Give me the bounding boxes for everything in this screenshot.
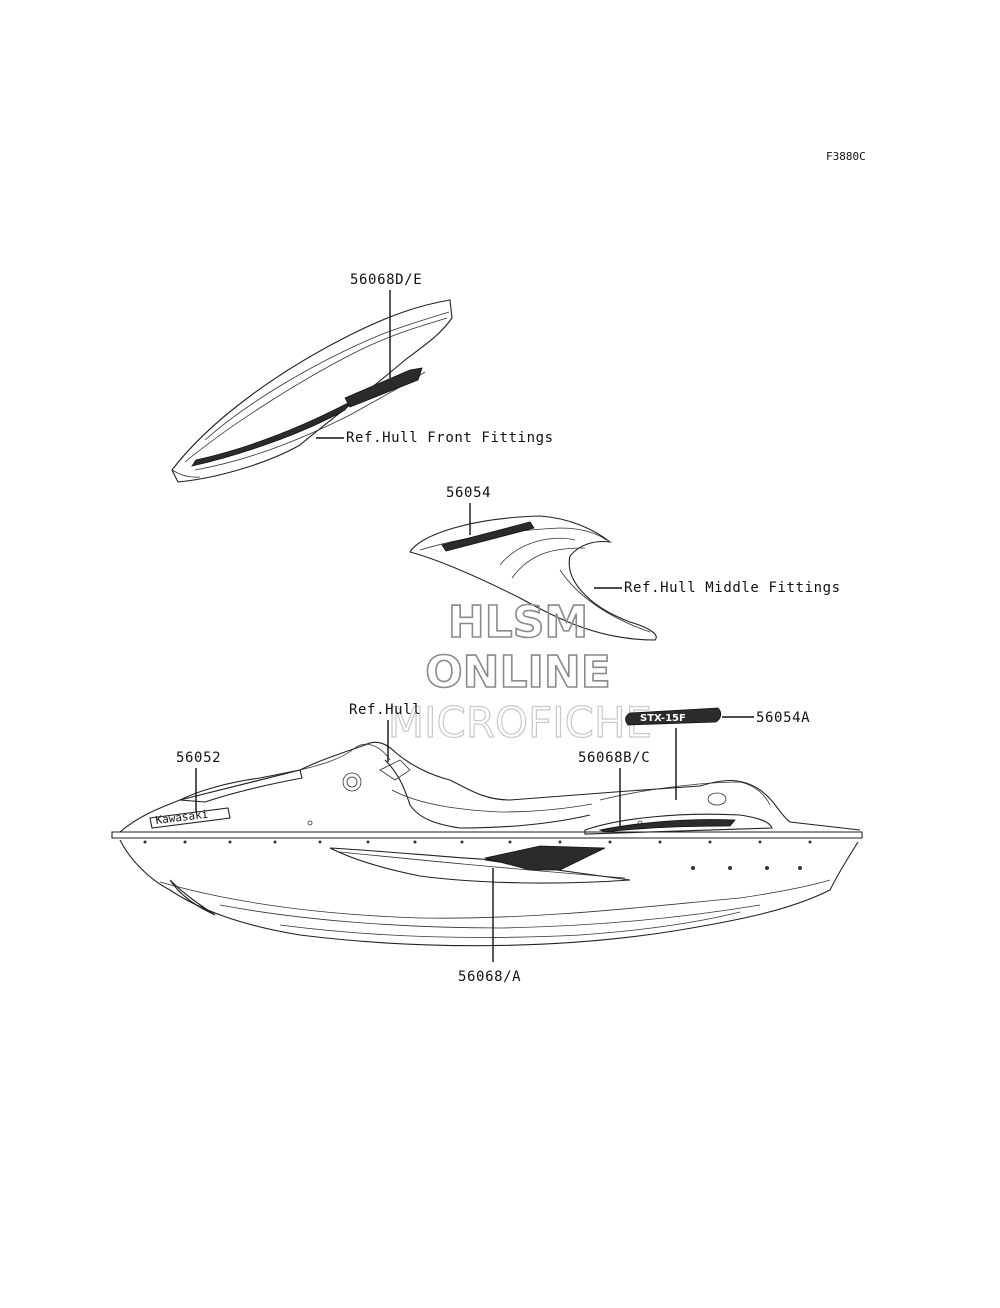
kawasaki-decal-text: Kawasaki	[155, 808, 209, 827]
watermark-line-2: ONLINE	[425, 647, 611, 698]
hull-body	[111, 741, 863, 947]
callout-ref-hull-middle-fittings: Ref.Hull Middle Fittings	[624, 580, 841, 596]
upper-side-stripe-decal	[584, 813, 773, 835]
callout-ref-hull: Ref.Hull	[349, 702, 421, 718]
stx-emblem-text: STX-15F	[640, 713, 686, 724]
front-hood-decal-part	[171, 299, 453, 483]
callout-56068b-c: 56068B/C	[578, 750, 650, 766]
callout-56068d-e: 56068D/E	[350, 272, 422, 288]
callout-ref-hull-front-fittings: Ref.Hull Front Fittings	[346, 430, 554, 446]
middle-panel-decal-part	[409, 515, 657, 641]
callout-56052: 56052	[176, 750, 221, 766]
figure-code: F3880C	[826, 150, 866, 163]
watermark-line-3: MICROFICHE	[388, 698, 652, 747]
callout-56054: 56054	[446, 485, 491, 501]
stx-emblem-decal: STX-15F	[625, 707, 722, 726]
watermark-line-1: HLSM	[448, 597, 588, 648]
callout-56068-a: 56068/A	[458, 969, 521, 985]
callout-56054a: 56054A	[756, 710, 810, 726]
main-side-stripe-decal	[329, 845, 631, 884]
kawasaki-decal: Kawasaki	[149, 807, 231, 829]
